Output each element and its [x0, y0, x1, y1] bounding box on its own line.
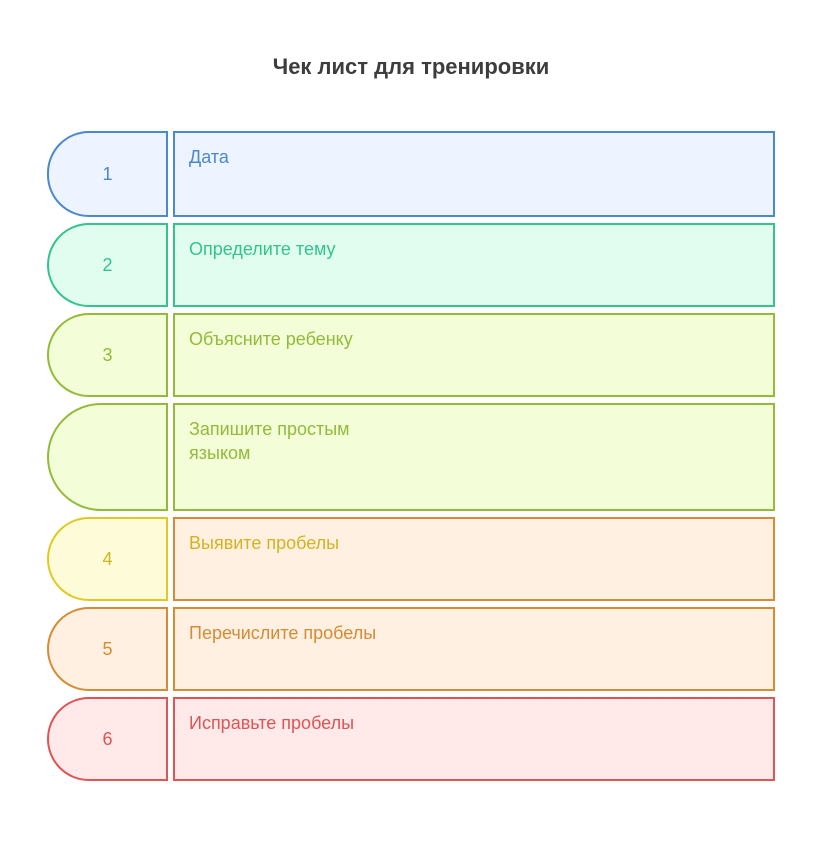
step-label-box: Перечислите пробелы: [173, 607, 775, 691]
step-row-4: 4 Выявите пробелы: [47, 517, 775, 601]
step-label-box: Дата: [173, 131, 775, 217]
step-number-tab: 1: [47, 131, 168, 217]
step-label: Объясните ребенку: [189, 329, 353, 349]
step-label-box: Исправьте пробелы: [173, 697, 775, 781]
step-label-box: Определите тему: [173, 223, 775, 307]
step-label: Перечислите пробелы: [189, 623, 377, 643]
step-label-box: Выявите пробелы: [173, 517, 775, 601]
step-row-3b: Запишите простым языком: [47, 403, 775, 511]
step-label: Определите тему: [189, 239, 336, 259]
step-number-tab: [47, 403, 168, 511]
step-row-6: 6 Исправьте пробелы: [47, 697, 775, 781]
step-label-box: Объясните ребенку: [173, 313, 775, 397]
step-row-1: 1 Дата: [47, 131, 775, 217]
step-label: Исправьте пробелы: [189, 713, 355, 733]
step-number-tab: 2: [47, 223, 168, 307]
step-row-2: 2 Определите тему: [47, 223, 775, 307]
step-number-tab: 5: [47, 607, 168, 691]
step-number-tab: 6: [47, 697, 168, 781]
step-row-5: 5 Перечислите пробелы: [47, 607, 775, 691]
step-label: Запишите простым языком: [189, 419, 350, 463]
step-number-tab: 3: [47, 313, 168, 397]
diagram-title: Чек лист для тренировки: [272, 54, 550, 79]
step-label-box: Запишите простым языком: [173, 403, 775, 511]
step-label: Дата: [189, 147, 229, 167]
step-row-3: 3 Объясните ребенку: [47, 313, 775, 397]
checklist: 1 Дата 2 Определите тему 3 Объясните реб…: [47, 131, 775, 787]
step-number-tab: 4: [47, 517, 168, 601]
step-label: Выявите пробелы: [189, 533, 340, 553]
